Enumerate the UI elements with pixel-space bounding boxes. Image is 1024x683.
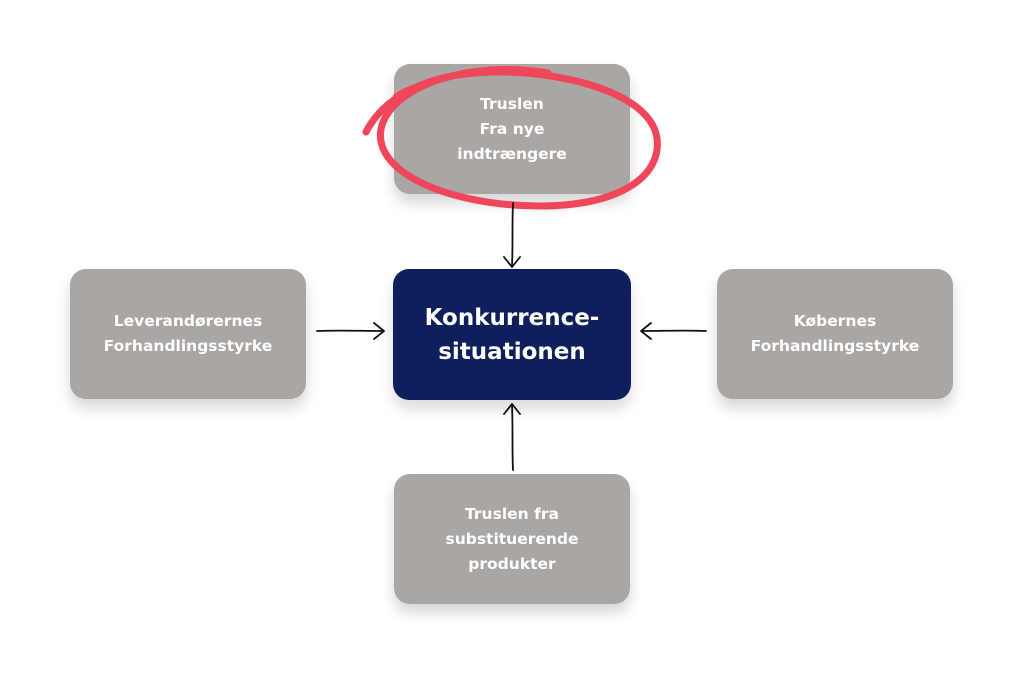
supplier-power-label: Leverandørernes Forhandlingsstyrke [103,312,273,355]
arrow-left-to-center [316,322,385,340]
supplier-power-box: Leverandørernes Forhandlingsstyrke [70,269,306,399]
threat-substitutes-label: Truslen fra substituerende produkter [445,504,579,573]
arrow-bottom-to-center [503,403,521,471]
threat-new-entrants-box: Truslen Fra nye indtrængere [394,64,630,194]
competitive-rivalry-label: Konkurrence- situationen [424,304,600,365]
buyer-power-label: Købernes Forhandlingsstyrke [750,312,920,355]
arrow-top-to-center [503,202,521,268]
threat-new-entrants-label: Truslen Fra nye indtrængere [457,94,567,163]
competitive-rivalry-box: Konkurrence- situationen [393,269,631,400]
arrow-right-to-center [640,322,707,340]
threat-substitutes-box: Truslen fra substituerende produkter [394,474,630,604]
buyer-power-box: Købernes Forhandlingsstyrke [717,269,953,399]
